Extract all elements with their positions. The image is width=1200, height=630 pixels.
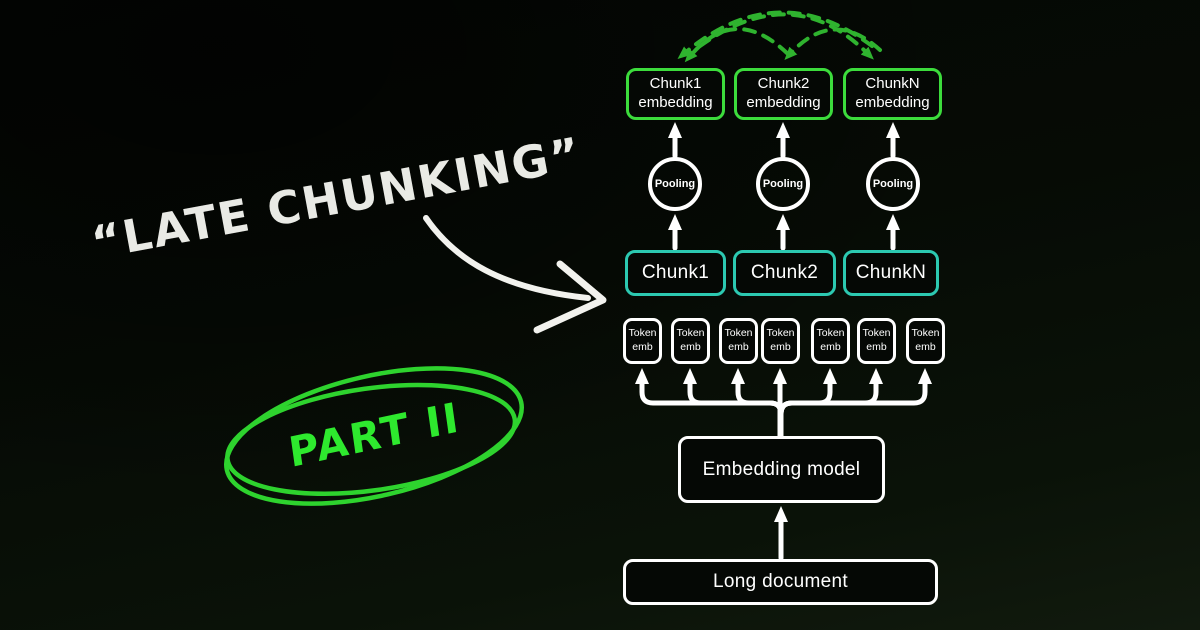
- chunk2-label: Chunk2: [750, 262, 819, 284]
- token-emb-box-5: Token emb: [811, 318, 850, 364]
- token-emb-line2: emb: [770, 341, 791, 353]
- token-emb-line2: emb: [728, 341, 749, 353]
- token-emb-box-2: Token emb: [671, 318, 710, 364]
- chunkn-embedding-line1: ChunkN: [865, 75, 920, 93]
- token-emb-line2: emb: [680, 341, 701, 353]
- token-emb-box-7: Token emb: [906, 318, 945, 364]
- chunk1-label: Chunk1: [641, 262, 710, 284]
- long-document-box: Long document: [623, 559, 938, 605]
- token-emb-line1: Token: [766, 327, 795, 340]
- badge-part-ii: PART II: [285, 393, 464, 477]
- similarity-arcs-icon: [677, 10, 882, 63]
- chunkn-label: ChunkN: [855, 262, 927, 284]
- pooling-label: Pooling: [762, 178, 804, 190]
- chunk2-embedding-line1: Chunk2: [757, 75, 810, 93]
- token-emb-box-3: Token emb: [719, 318, 758, 364]
- annotation-arrow-icon: [423, 215, 607, 334]
- chunkn-embedding-box: ChunkN embedding: [843, 68, 942, 120]
- token-emb-line2: emb: [820, 341, 841, 353]
- token-emb-line1: Token: [628, 327, 657, 340]
- chunk1-embedding-box: Chunk1 embedding: [626, 68, 725, 120]
- chunk2-embedding-line2: embedding: [746, 94, 821, 111]
- token-emb-line1: Token: [862, 327, 891, 340]
- token-emb-line1: Token: [676, 327, 705, 340]
- embedding-model-box: Embedding model: [678, 436, 885, 503]
- token-emb-line1: Token: [911, 327, 940, 340]
- pooling-label: Pooling: [654, 178, 696, 190]
- token-emb-box-6: Token emb: [857, 318, 896, 364]
- chunk2-embedding-box: Chunk2 embedding: [734, 68, 833, 120]
- token-emb-line1: Token: [816, 327, 845, 340]
- chunk1-box: Chunk1: [625, 250, 726, 296]
- pooling-circle-1: Pooling: [648, 157, 702, 211]
- token-emb-box-1: Token emb: [623, 318, 662, 364]
- pooling-label: Pooling: [872, 178, 914, 190]
- title-late-chunking: “LATE CHUNKING”: [87, 126, 586, 270]
- chunkn-box: ChunkN: [843, 250, 939, 296]
- chunk1-embedding-line2: embedding: [638, 94, 713, 111]
- token-emb-line2: emb: [632, 341, 653, 353]
- token-emb-line1: Token: [724, 327, 753, 340]
- pooling-circle-3: Pooling: [866, 157, 920, 211]
- pooling-circle-2: Pooling: [756, 157, 810, 211]
- token-emb-box-4: Token emb: [761, 318, 800, 364]
- token-emb-line2: emb: [866, 341, 887, 353]
- chunkn-embedding-line2: embedding: [855, 94, 930, 111]
- long-document-label: Long document: [713, 571, 848, 593]
- chunk2-box: Chunk2: [733, 250, 836, 296]
- token-emb-line2: emb: [915, 341, 936, 353]
- chunk1-embedding-line1: Chunk1: [649, 75, 702, 93]
- embedding-model-label: Embedding model: [702, 458, 861, 480]
